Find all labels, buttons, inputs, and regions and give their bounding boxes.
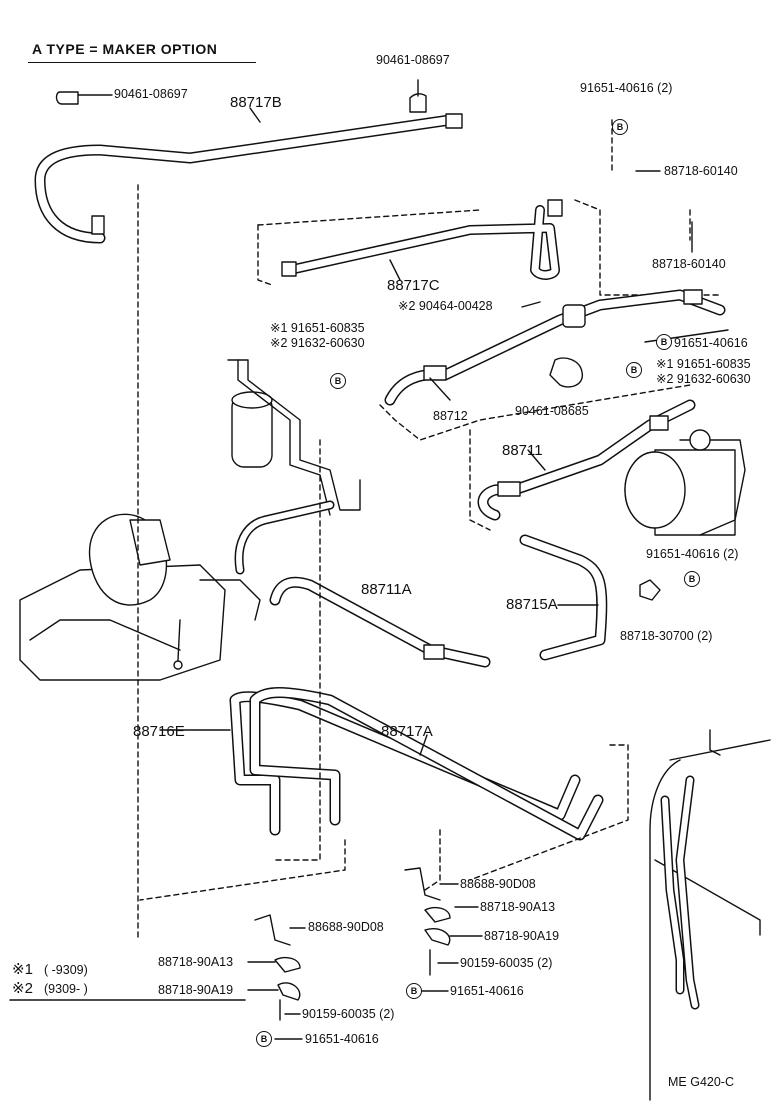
label-91651-40616-2-top: 91651-40616 (2) [580, 81, 673, 95]
bolt-marker-icon: B [330, 373, 346, 389]
label-88718-90A19-right: 88718-90A19 [484, 929, 560, 943]
label-88712: 88712 [433, 409, 468, 423]
hose-88711 [477, 399, 696, 521]
install-detail-drawing [649, 729, 771, 1101]
legend-mark-1: ※1 [12, 961, 33, 978]
clamp-90461-08697-top [409, 93, 427, 113]
header-underline [28, 62, 256, 63]
label-88711A: 88711A [361, 581, 412, 598]
label-90159-60035-2-left: 90159-60035 (2) [302, 1007, 395, 1021]
compressor-drawing [624, 429, 746, 536]
label-90159-60035-2-right: 90159-60035 (2) [460, 956, 553, 970]
label-91632-60630-right: ※2 91632-60630 [656, 372, 751, 386]
hose-88717C [281, 199, 563, 280]
label-91651-40616-mid: 91651-40616 [674, 336, 748, 350]
legend-mark-2: ※2 [12, 980, 33, 997]
hose-88717B [34, 113, 463, 244]
label-88716E: 88716E [133, 723, 185, 740]
label-88718-60140-b: 88718-60140 [652, 257, 726, 271]
label-88717B: 88717B [230, 94, 282, 111]
label-91651-40616-left-bot: 91651-40616 [305, 1032, 379, 1046]
label-88688-90D08-right: 88688-90D08 [460, 877, 536, 891]
bolt-marker-icon: B [256, 1031, 272, 1047]
diagram-header: A TYPE = MAKER OPTION [32, 41, 218, 57]
receiver-drier [227, 359, 361, 516]
label-91651-60835-left: ※1 91651-60835 [270, 321, 365, 335]
hose-88711A [269, 576, 491, 668]
label-88718-90A19-left: 88718-90A19 [158, 983, 234, 997]
label-91651-40616-right-bot: 91651-40616 [450, 984, 524, 998]
hose-88712 [384, 289, 726, 406]
label-88717A: 88717A [381, 723, 433, 740]
hose-88717A [249, 687, 604, 841]
clamp-88718-30700 [639, 579, 661, 601]
hose-88715A [519, 534, 608, 661]
label-88718-60140-a: 88718-60140 [664, 164, 738, 178]
bracket-88688-90D08-right [404, 867, 441, 901]
label-88718-30700-2: 88718-30700 (2) [620, 629, 713, 643]
bolt-marker-icon: B [612, 119, 628, 135]
label-88711: 88711 [502, 442, 543, 459]
clamp-90461-08697-left [55, 91, 79, 105]
label-88717C: 88717C [387, 277, 440, 294]
label-90464-00428: ※2 90464-00428 [398, 299, 493, 313]
label-88715A: 88715A [506, 596, 558, 613]
label-91632-60630-left: ※2 91632-60630 [270, 336, 365, 350]
label-90461-08685: 90461-08685 [515, 404, 589, 418]
label-90461-08697-top: 90461-08697 [376, 53, 450, 67]
legend-range-1: ( -9309) [44, 963, 88, 977]
bolt-marker-icon: B [626, 362, 642, 378]
hose-88716E [229, 691, 581, 836]
bolt-marker-icon: B [684, 571, 700, 587]
blower-unit [19, 513, 261, 681]
legend-range-2: (9309- ) [44, 982, 88, 996]
label-88718-90A13-left: 88718-90A13 [158, 955, 234, 969]
label-91651-60835-right: ※1 91651-60835 [656, 357, 751, 371]
bolt-marker-icon: B [406, 983, 422, 999]
label-90461-08697-left: 90461-08697 [114, 87, 188, 101]
label-91651-40616-2-right: 91651-40616 (2) [646, 547, 739, 561]
label-88688-90D08-left: 88688-90D08 [308, 920, 384, 934]
bolt-marker-icon: B [656, 334, 672, 350]
bracket-88688-90D08-left [254, 914, 291, 946]
diagram-code: ME G420-C [668, 1075, 734, 1089]
label-88718-90A13-right: 88718-90A13 [480, 900, 556, 914]
clamp-90461-08685 [549, 357, 584, 388]
